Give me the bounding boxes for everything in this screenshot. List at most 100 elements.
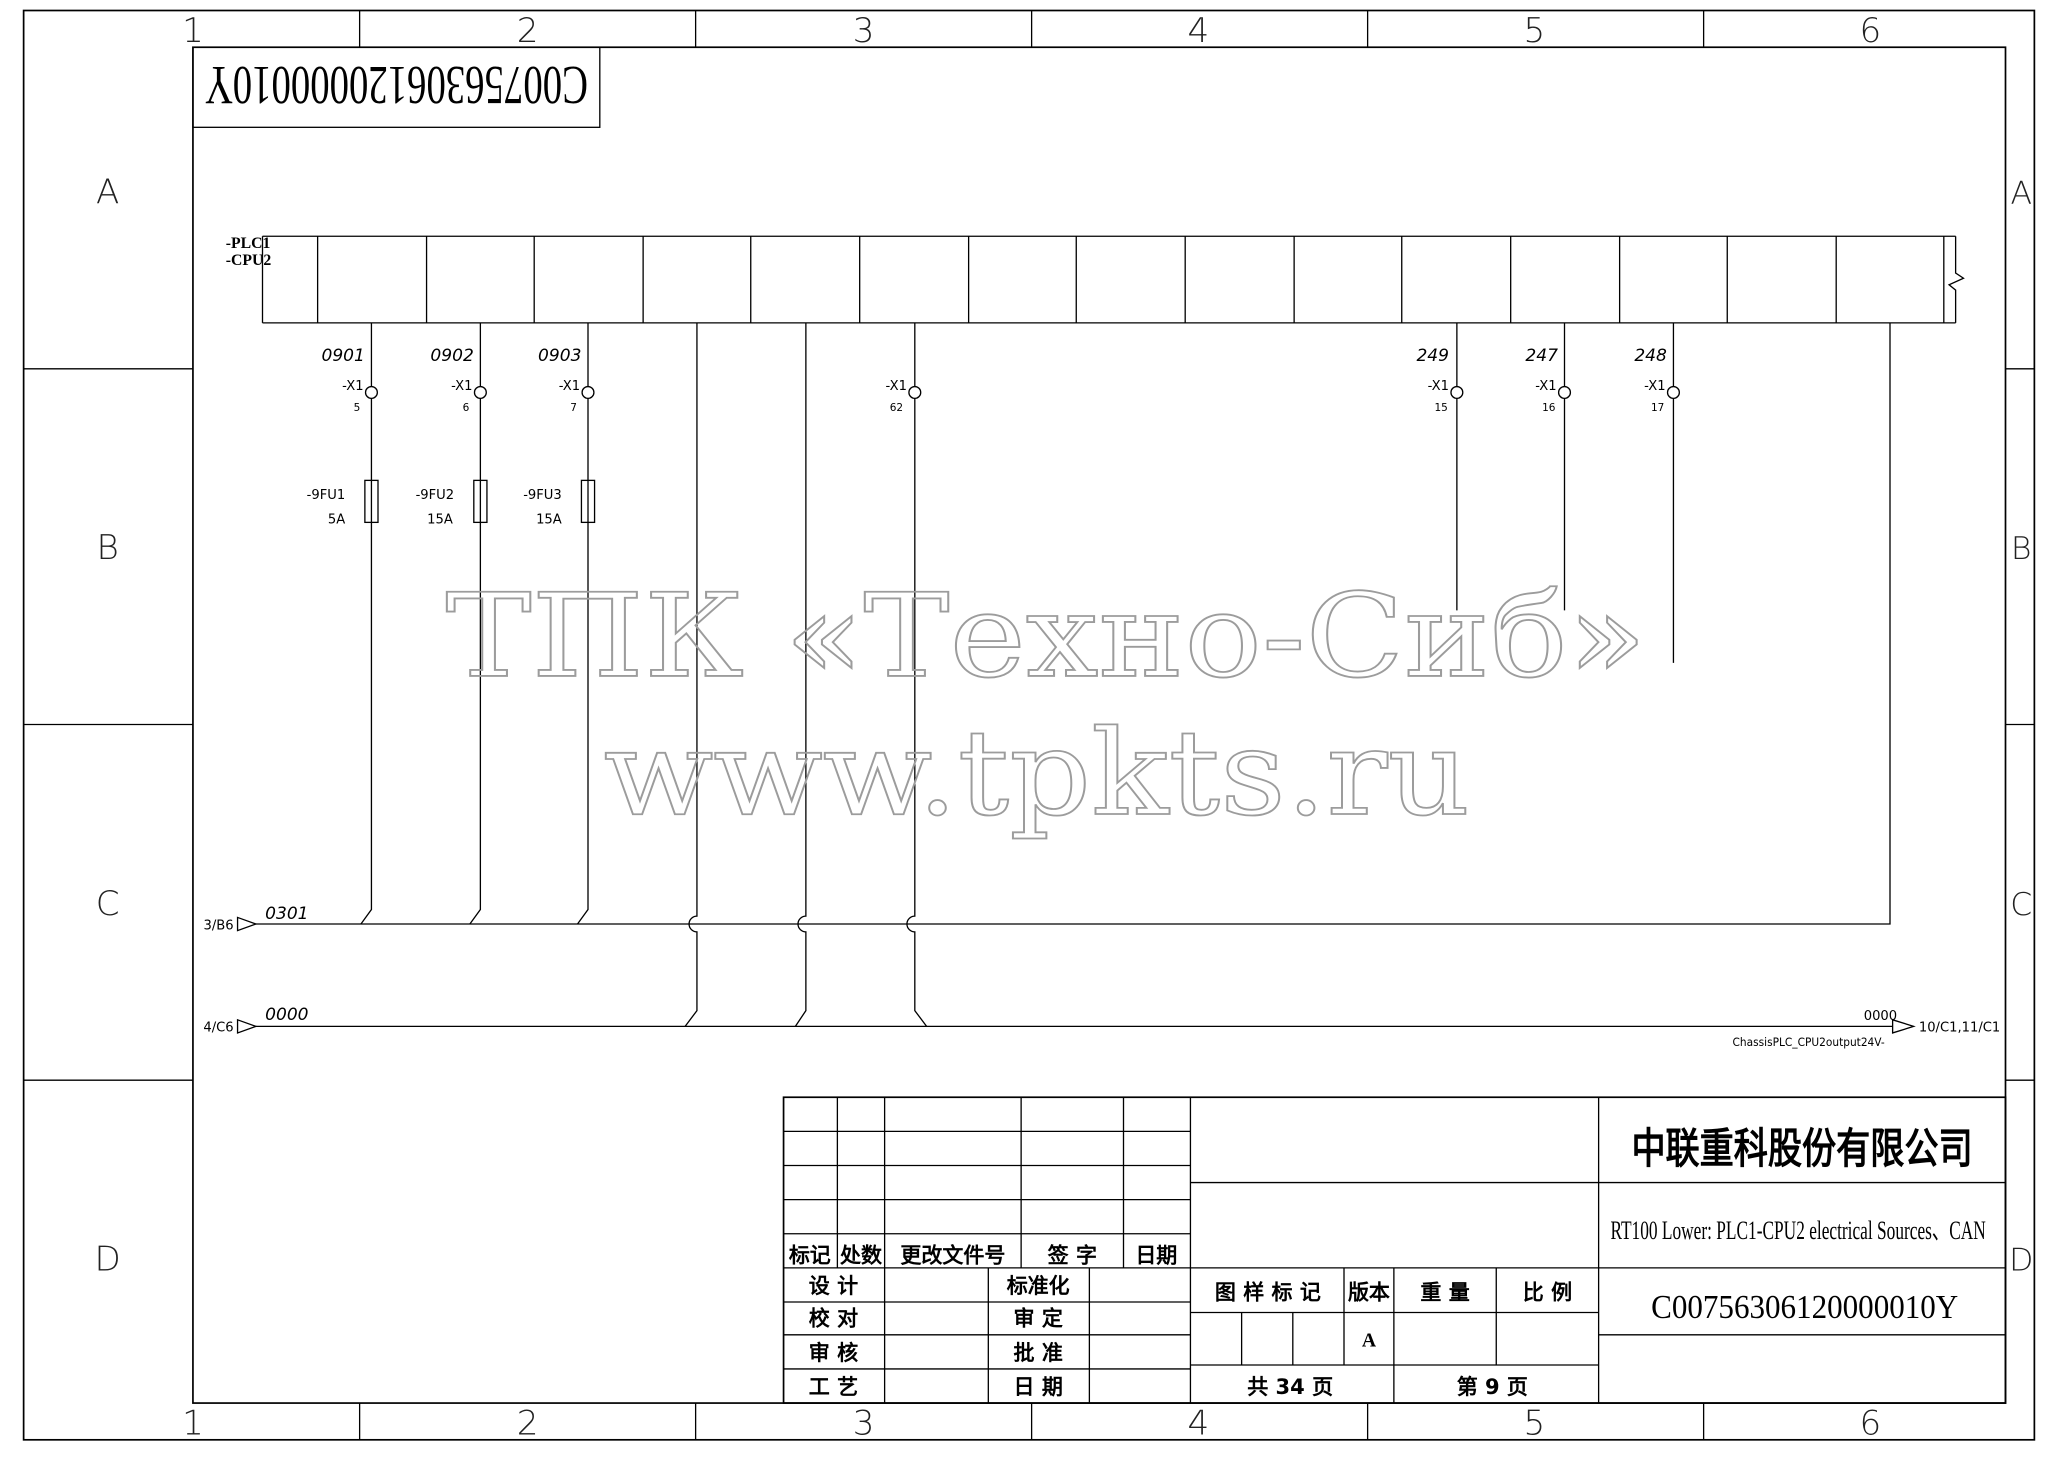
bus-wire-number: 0000	[265, 1005, 308, 1025]
wire-number: 0903	[538, 346, 581, 366]
approval-label: 审 定	[1014, 1307, 1063, 1331]
bottom-zone-dividers	[358, 1403, 1705, 1440]
column-label: 5	[1523, 11, 1545, 51]
circuit-0902: 0902 -X1 6 -9FU2 15A	[416, 322, 488, 925]
approval-label: 标准化	[1007, 1274, 1070, 1298]
left-row-labels: A B C D	[94, 172, 120, 1279]
bus-end-cross-reference: 10/C1,11/C1	[1919, 1021, 2000, 1036]
approval-labels-left: 设 计 校 对 审 核 工 艺	[809, 1274, 858, 1399]
wire	[576, 398, 589, 925]
header-date: 日期	[1135, 1244, 1177, 1268]
wire-number: 0902	[430, 346, 473, 366]
terminal-number: 17	[1651, 402, 1664, 414]
terminal-label: -X1	[886, 379, 907, 394]
watermark-company: ТПК «Техно-Сиб»	[446, 570, 1647, 704]
plc-module-break-symbol	[1947, 236, 1965, 323]
fuse-rating: 5A	[328, 513, 345, 528]
bus-arrow-in	[236, 916, 258, 932]
row-label: D	[2009, 1243, 2033, 1279]
fuse-symbol	[580, 479, 596, 524]
circuit-248: 248 -X1 17	[1634, 322, 1680, 663]
column-label: 6	[1859, 11, 1881, 51]
column-label: 3	[853, 11, 875, 51]
row-label: C	[96, 884, 120, 924]
info-header: 图 样 标 记 版本 重 量 比 例	[1215, 1280, 1572, 1304]
ground-wire	[794, 322, 807, 1027]
bus-cross-reference: 4/C6	[203, 1021, 233, 1036]
bus-cross-reference: 3/B6	[204, 918, 234, 933]
terminal-label: -X1	[342, 379, 363, 394]
terminal-number: 16	[1542, 402, 1556, 414]
top-column-labels: 1 2 3 4 5 6	[182, 11, 1881, 51]
watermark-website: www.tpkts.ru	[604, 704, 1470, 842]
fuse-label: -9FU2	[416, 488, 455, 503]
terminal-label: -X1	[1535, 379, 1556, 394]
right-row-labels: A B C D	[2009, 175, 2033, 1278]
fuse-rating: 15A	[536, 513, 562, 528]
revision-header: 标记 处数 更改文件号 签 字 日期	[789, 1244, 1178, 1268]
bus-0000: 4/C6 0000 0000 10/C1,11/C1 ChassisPLC_CP…	[203, 1005, 2000, 1049]
fuse-rating: 15A	[427, 513, 453, 528]
row-label: A	[96, 172, 119, 212]
watermark: ТПК «Техно-Сиб» www.tpkts.ru	[445, 569, 1648, 843]
circuit-247: 247 -X1 16	[1525, 322, 1572, 611]
drawing-number: C00756306120000010Y	[1651, 1289, 1958, 1326]
left-zone-dividers	[23, 368, 193, 1081]
column-label: 4	[1187, 1404, 1209, 1444]
wire-number: 247	[1525, 346, 1558, 366]
company-name: 中联重科股份有限公司	[1631, 1124, 1972, 1173]
fuse-label: -9FU1	[307, 488, 346, 503]
row-label: D	[94, 1240, 120, 1280]
approval-label: 审 核	[809, 1341, 858, 1365]
row-label: C	[2010, 887, 2032, 923]
column-label: 2	[517, 1404, 539, 1444]
row-label: B	[2011, 531, 2032, 567]
column-label: 2	[517, 11, 539, 51]
bus-line	[255, 322, 1891, 925]
column-label: 3	[853, 1404, 875, 1444]
plc-designation: -PLC1	[226, 235, 271, 252]
row-label: A	[2010, 175, 2032, 211]
drawing-frame: 1 2 3 4 5 6 1 2 3 4 5 6 A B C D A B C D	[22, 9, 2036, 1444]
bus-arrow-out	[1891, 1018, 1916, 1034]
circuit-0903: 0903 -X1 7 -9FU3 15A	[523, 322, 596, 925]
terminal-number: 6	[463, 402, 470, 414]
approval-label: 工 艺	[809, 1375, 858, 1399]
column-label: 5	[1523, 1404, 1545, 1444]
header-mark: 标记	[789, 1244, 831, 1268]
bus-wire-number: 0301	[265, 904, 308, 924]
header-count: 处数	[839, 1244, 883, 1268]
header-change-doc: 更改文件号	[900, 1244, 1005, 1268]
wire	[906, 398, 928, 1027]
fuse-label: -9FU3	[523, 488, 562, 503]
approval-label: 校 对	[809, 1307, 858, 1331]
bottom-column-labels: 1 2 3 4 5 6	[182, 1404, 1881, 1444]
wire-number: 0901	[321, 346, 364, 366]
revision-table-grid	[783, 1097, 2006, 1404]
top-zone-dividers	[358, 10, 1705, 48]
terminal-number: 15	[1434, 402, 1447, 414]
version-label: 版本	[1348, 1280, 1390, 1304]
terminal-label: -X1	[451, 379, 472, 394]
ground-wire	[684, 322, 698, 1027]
circuit-0901: 0901 -X1 5 -9FU1 5A	[307, 322, 379, 925]
column-label: 1	[182, 11, 204, 51]
page-number: 第 9 页	[1457, 1375, 1528, 1399]
approval-label: 批 准	[1014, 1341, 1063, 1365]
cpu-designation: -CPU2	[226, 252, 272, 269]
terminal-label: -X1	[1644, 379, 1665, 394]
title-block: 标记 处数 更改文件号 签 字 日期 设 计 校 对 审 核 工 艺 标准化 审…	[782, 1096, 2007, 1404]
header-signature: 签 字	[1047, 1244, 1097, 1268]
terminal-number: 5	[354, 402, 361, 414]
column-label: 1	[182, 1404, 204, 1444]
total-pages: 共 34 页	[1247, 1375, 1333, 1399]
fuse-symbol	[364, 479, 379, 524]
plc-cell-dividers	[316, 236, 1945, 323]
terminal-number: 62	[890, 402, 903, 414]
weight-label: 重 量	[1420, 1280, 1469, 1304]
row-label: B	[96, 528, 118, 568]
drawing-mark-label: 图 样 标 记	[1215, 1280, 1321, 1304]
bus-0301: 3/B6 0301	[204, 322, 1891, 933]
